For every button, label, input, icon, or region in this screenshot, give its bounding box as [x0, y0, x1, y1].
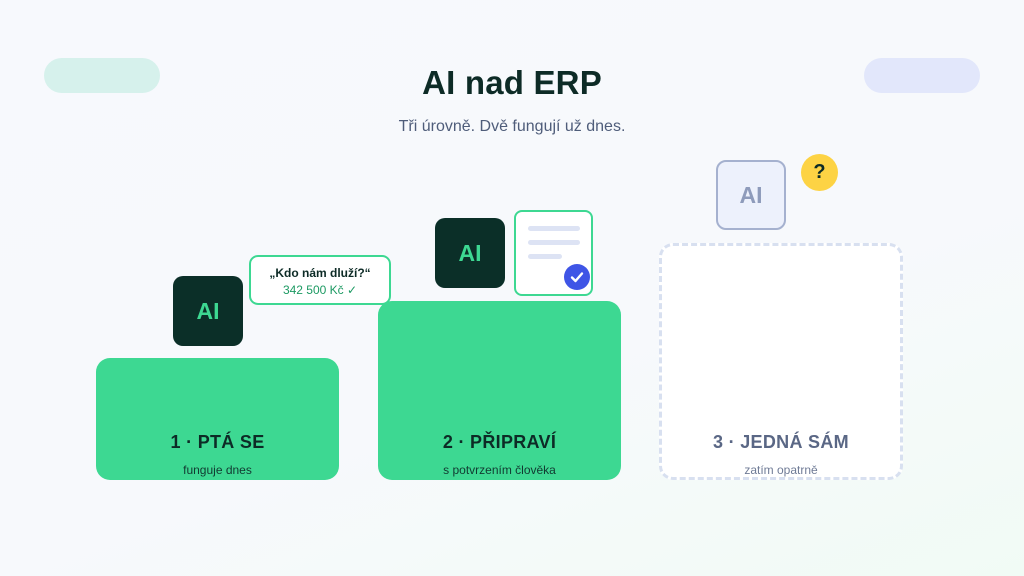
slide-subtitle: Tři úrovně. Dvě fungují už dnes. — [398, 118, 626, 135]
document-line — [528, 226, 580, 231]
query-bubble: „Kdo nám dluží?“ 342 500 Kč ✓ — [249, 255, 391, 305]
query-bubble-question: „Kdo nám dluží?“ — [269, 266, 371, 280]
level-1-label: 1 · PTÁ SE — [170, 432, 265, 452]
level-3-ai-tile: AI — [716, 160, 786, 230]
level-3-label: 3 · JEDNÁ SÁM — [713, 432, 849, 452]
question-mark-icon: ? — [801, 154, 838, 191]
document-line — [528, 240, 580, 245]
level-2-ai-tile: AI — [435, 218, 505, 288]
level-3-note: zatím opatrně — [744, 463, 818, 477]
level-1-ai-tile: AI — [173, 276, 243, 346]
document-check-icon — [514, 210, 593, 296]
document-line — [528, 254, 562, 259]
level-3-block: 3 · JEDNÁ SÁM zatím opatrně — [659, 243, 903, 480]
decorative-pill-right — [864, 58, 980, 93]
slide-title: AI nad ERP — [422, 64, 602, 101]
level-2-block: 2 · PŘIPRAVÍ s potvrzením člověka — [378, 301, 621, 480]
level-2-note: s potvrzením člověka — [443, 463, 556, 477]
level-1-note: funguje dnes — [183, 463, 252, 477]
level-1-block: 1 · PTÁ SE funguje dnes — [96, 358, 339, 480]
query-bubble-answer: 342 500 Kč ✓ — [282, 283, 358, 297]
checkmark-icon — [564, 264, 590, 290]
level-2-label: 2 · PŘIPRAVÍ — [442, 432, 557, 452]
decorative-pill-left — [44, 58, 160, 93]
